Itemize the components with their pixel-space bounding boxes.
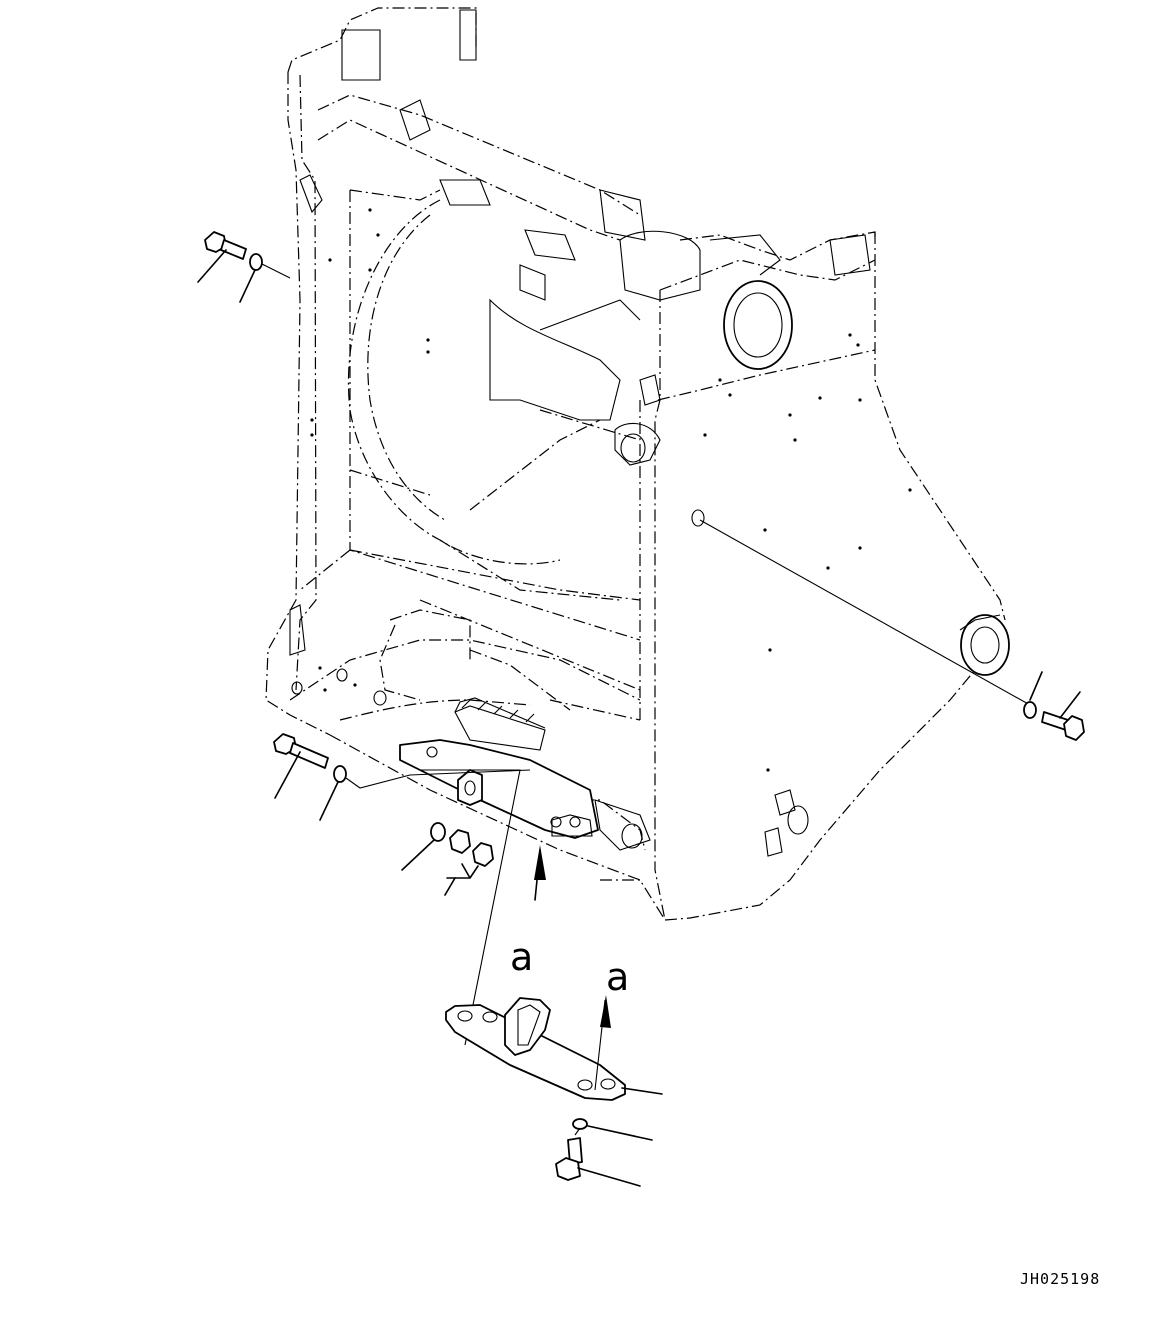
frame-fittings	[289, 9, 1010, 857]
center-line	[345, 774, 411, 789]
mount-bracket-installed	[399, 697, 599, 839]
washer-right	[1023, 701, 1037, 719]
washer-bottom	[572, 1118, 588, 1130]
frame-outline	[265, 7, 1006, 921]
rivet-dots	[310, 208, 912, 772]
washer-lower-left	[333, 765, 347, 783]
nut-pair	[449, 829, 494, 867]
leader-line	[444, 877, 456, 896]
center-line	[261, 263, 291, 279]
cylinder-boss	[960, 614, 1010, 676]
leader-line	[319, 781, 339, 821]
leader-line	[587, 1125, 653, 1141]
center-line	[574, 1127, 581, 1136]
leader-line	[274, 751, 301, 799]
bolt-right	[1041, 711, 1085, 741]
drawing-code: JH025198	[1020, 1270, 1100, 1288]
bracket-plate-detached	[445, 997, 626, 1101]
leader-line	[1059, 691, 1081, 719]
view-label-lower: a	[606, 955, 629, 999]
leader-line	[401, 839, 435, 871]
leader-line	[577, 1167, 641, 1187]
bolt-bottom	[555, 1137, 583, 1181]
washer-nut-set	[430, 822, 446, 842]
leader-line	[621, 1087, 663, 1095]
leader-line	[197, 249, 227, 283]
bolt-lower-left	[273, 733, 329, 769]
leader-line	[1029, 671, 1043, 701]
center-line	[699, 519, 1031, 706]
center-line	[409, 769, 531, 776]
washer-top-left	[249, 253, 263, 271]
bolt-top-left	[204, 231, 247, 260]
view-arrow	[534, 845, 546, 901]
view-arrow	[594, 995, 611, 1091]
view-label-upper: a	[510, 935, 533, 979]
leader-line	[239, 269, 256, 303]
leader-line	[446, 863, 479, 879]
